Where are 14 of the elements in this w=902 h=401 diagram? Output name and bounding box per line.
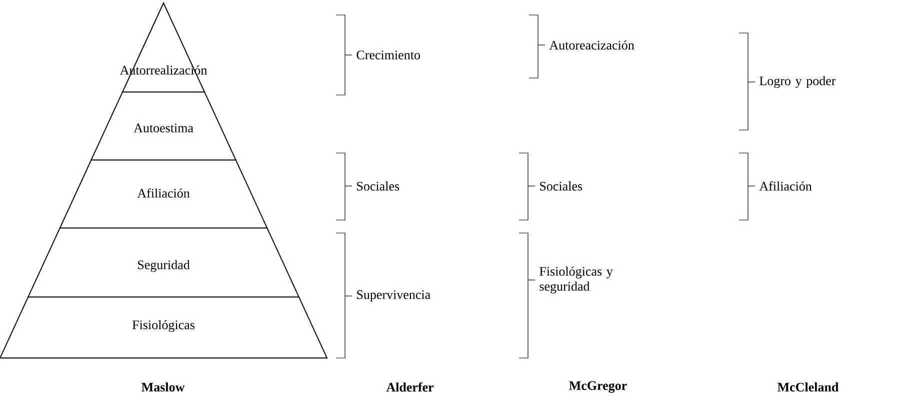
category-label: Afiliación <box>759 181 812 191</box>
column-heading: McGregor <box>569 381 627 393</box>
category-label: Crecimiento <box>356 50 420 60</box>
category-label: Supervivencia <box>357 290 430 302</box>
column-heading: Alderfer <box>386 382 434 392</box>
category-label: Logro y poder <box>760 76 836 88</box>
pyramid-level: Afiliación <box>59 160 268 228</box>
pyramid-level: Fisiológicas <box>0 296 328 358</box>
category-label: Sociales <box>540 181 582 191</box>
column-heading: McCleland <box>778 382 839 392</box>
category-label: Sociales <box>357 181 400 191</box>
category-label: Autoreacización <box>549 40 634 50</box>
column-heading: Maslow <box>142 382 185 392</box>
category-label: Fisiológicas y seguridad <box>540 266 613 294</box>
